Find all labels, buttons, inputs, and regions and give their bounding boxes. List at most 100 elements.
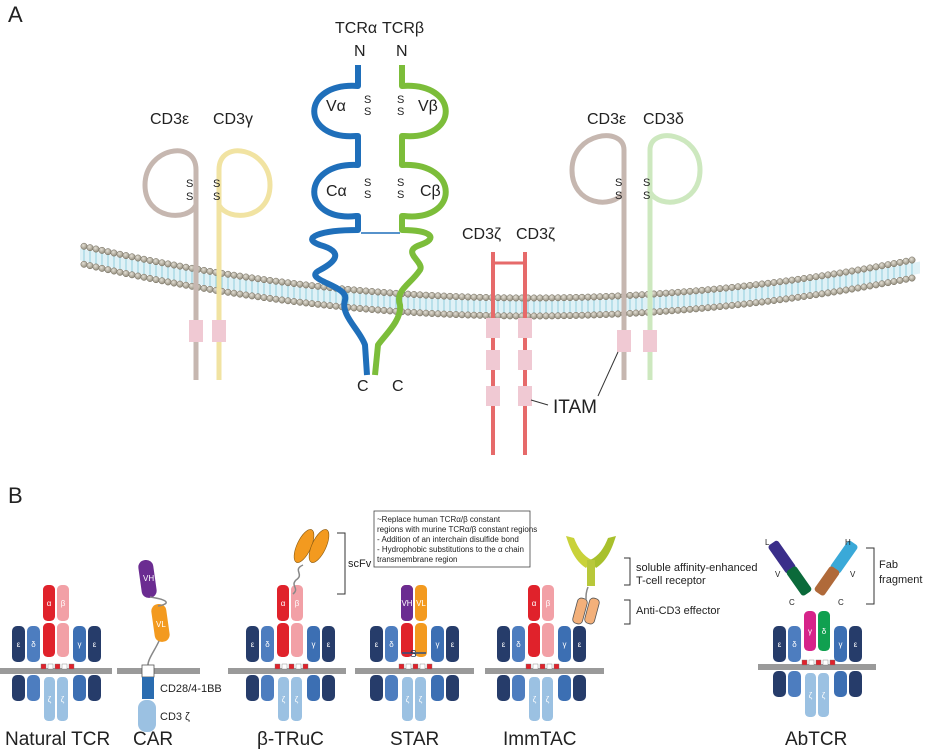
lipid-head — [692, 305, 700, 313]
lipid-head — [242, 273, 250, 281]
lipid-head — [680, 288, 688, 296]
abtcr-c-left-label: C — [789, 598, 795, 607]
lipid-head — [440, 292, 448, 300]
lipid-head — [812, 273, 820, 281]
lipid-head — [428, 292, 436, 299]
tcr-alpha-constant — [43, 623, 55, 657]
tcr-beta-constant — [291, 623, 303, 657]
disulfide-s: S — [213, 191, 220, 203]
lipid-head — [878, 280, 886, 288]
tm-residue — [281, 663, 288, 670]
panel-a-label: A — [8, 2, 23, 27]
v-beta-label: Vβ — [418, 98, 438, 115]
cd3-zeta-subunit-label: ζ — [822, 691, 826, 700]
lipid-head — [434, 292, 442, 300]
lipid-head — [752, 281, 760, 289]
lipid-head — [308, 300, 316, 308]
tcr-beta-subunit-label: β — [61, 599, 66, 608]
cd3-zeta-subunit — [542, 677, 553, 721]
cd3-zeta-subunit — [278, 677, 289, 721]
tcr-alpha-subunit — [43, 585, 55, 621]
tm-residue — [419, 663, 426, 670]
cd3-gamma-tail — [307, 675, 320, 701]
lipid-head — [380, 289, 388, 296]
star-s-label: S — [410, 649, 417, 660]
itam-pointer — [530, 399, 549, 406]
lipid-head — [794, 275, 802, 283]
lipid-head — [548, 312, 556, 320]
lipid-head — [770, 297, 778, 304]
lipid-head — [128, 271, 136, 279]
lipid-head — [872, 281, 880, 289]
lipid-head — [416, 291, 424, 299]
c-terminus-left: C — [357, 378, 369, 395]
tm-residue — [54, 663, 61, 670]
fab-label-2: fragment — [879, 574, 922, 586]
immtac-soluble-tcr — [566, 536, 616, 625]
lipid-head — [890, 278, 898, 286]
lipid-head — [248, 274, 256, 282]
tm-residue — [801, 659, 808, 666]
lipid-head — [902, 257, 910, 265]
cd3-zeta-subunit — [529, 677, 540, 721]
lipid-head — [380, 307, 388, 314]
cd3-delta-tail — [512, 675, 525, 701]
lipid-head — [530, 294, 538, 302]
lipid-head — [434, 310, 442, 318]
cd3-epsilon-tail — [370, 675, 383, 701]
lipid-head — [164, 278, 172, 286]
car-construct: VH VL — [138, 559, 170, 732]
lipid-head — [602, 293, 610, 300]
lipid-head — [368, 288, 376, 295]
lipid-head — [812, 291, 820, 299]
lipid-head — [842, 268, 850, 276]
immtac-label-2: T-cell receptor — [636, 575, 706, 587]
star-note-box: ~Replace human TCRα/β constant regions w… — [373, 510, 537, 568]
tcr-alpha-constant — [528, 623, 540, 657]
lipid-head — [662, 289, 670, 297]
lipid-head — [698, 304, 706, 312]
lipid-head — [596, 293, 604, 301]
disulfide-s: S — [643, 177, 650, 189]
lipid-head — [704, 304, 712, 312]
tcr-beta-subunit — [57, 585, 69, 621]
abtcr-v-right-label: V — [850, 570, 856, 579]
lipid-head — [794, 293, 802, 301]
cd3-epsilon-subunit-label: ε — [17, 640, 21, 649]
cd3-epsilon-subunit — [370, 626, 383, 662]
cd3-epsilon-tail — [12, 675, 25, 701]
lipid-head — [308, 282, 316, 290]
cd3-delta-subunit-label: δ — [31, 640, 36, 649]
lipid-head — [356, 287, 364, 294]
car-vh-label: VH — [143, 574, 154, 583]
cd3-delta-subunit-label: δ — [265, 640, 270, 649]
lipid-head — [104, 266, 112, 274]
fab-label-1: Fab — [879, 559, 898, 571]
panel-b-label: B — [8, 483, 23, 508]
lipid-head — [548, 294, 556, 302]
cd3-epsilon-subunit — [88, 626, 101, 662]
lipid-head — [86, 244, 94, 252]
cd3-epsilon-subunit — [849, 626, 862, 662]
lipid-head — [788, 294, 796, 302]
cd3-epsilon-tail — [88, 675, 101, 701]
lipid-head — [704, 286, 712, 294]
lipid-head — [746, 281, 754, 289]
abtcr-fab-arms — [768, 540, 858, 596]
lipid-head — [176, 262, 184, 270]
car-costim-domain — [142, 677, 154, 699]
lipid-head — [668, 289, 676, 297]
lipid-head — [404, 308, 412, 316]
tm-residue — [61, 663, 68, 670]
lipid-head — [584, 311, 592, 319]
cd3-zeta-subunit — [805, 673, 816, 717]
cd3-zeta-label-1: CD3ζ — [462, 226, 501, 243]
disulfide-s: S — [615, 177, 622, 189]
lipid-head — [884, 279, 892, 287]
lipid-head — [386, 307, 394, 315]
cd3-zeta-subunit-label: ζ — [533, 695, 537, 704]
lipid-head — [578, 293, 586, 301]
lipid-head — [896, 276, 904, 284]
cd3-delta-subunit — [27, 626, 40, 662]
